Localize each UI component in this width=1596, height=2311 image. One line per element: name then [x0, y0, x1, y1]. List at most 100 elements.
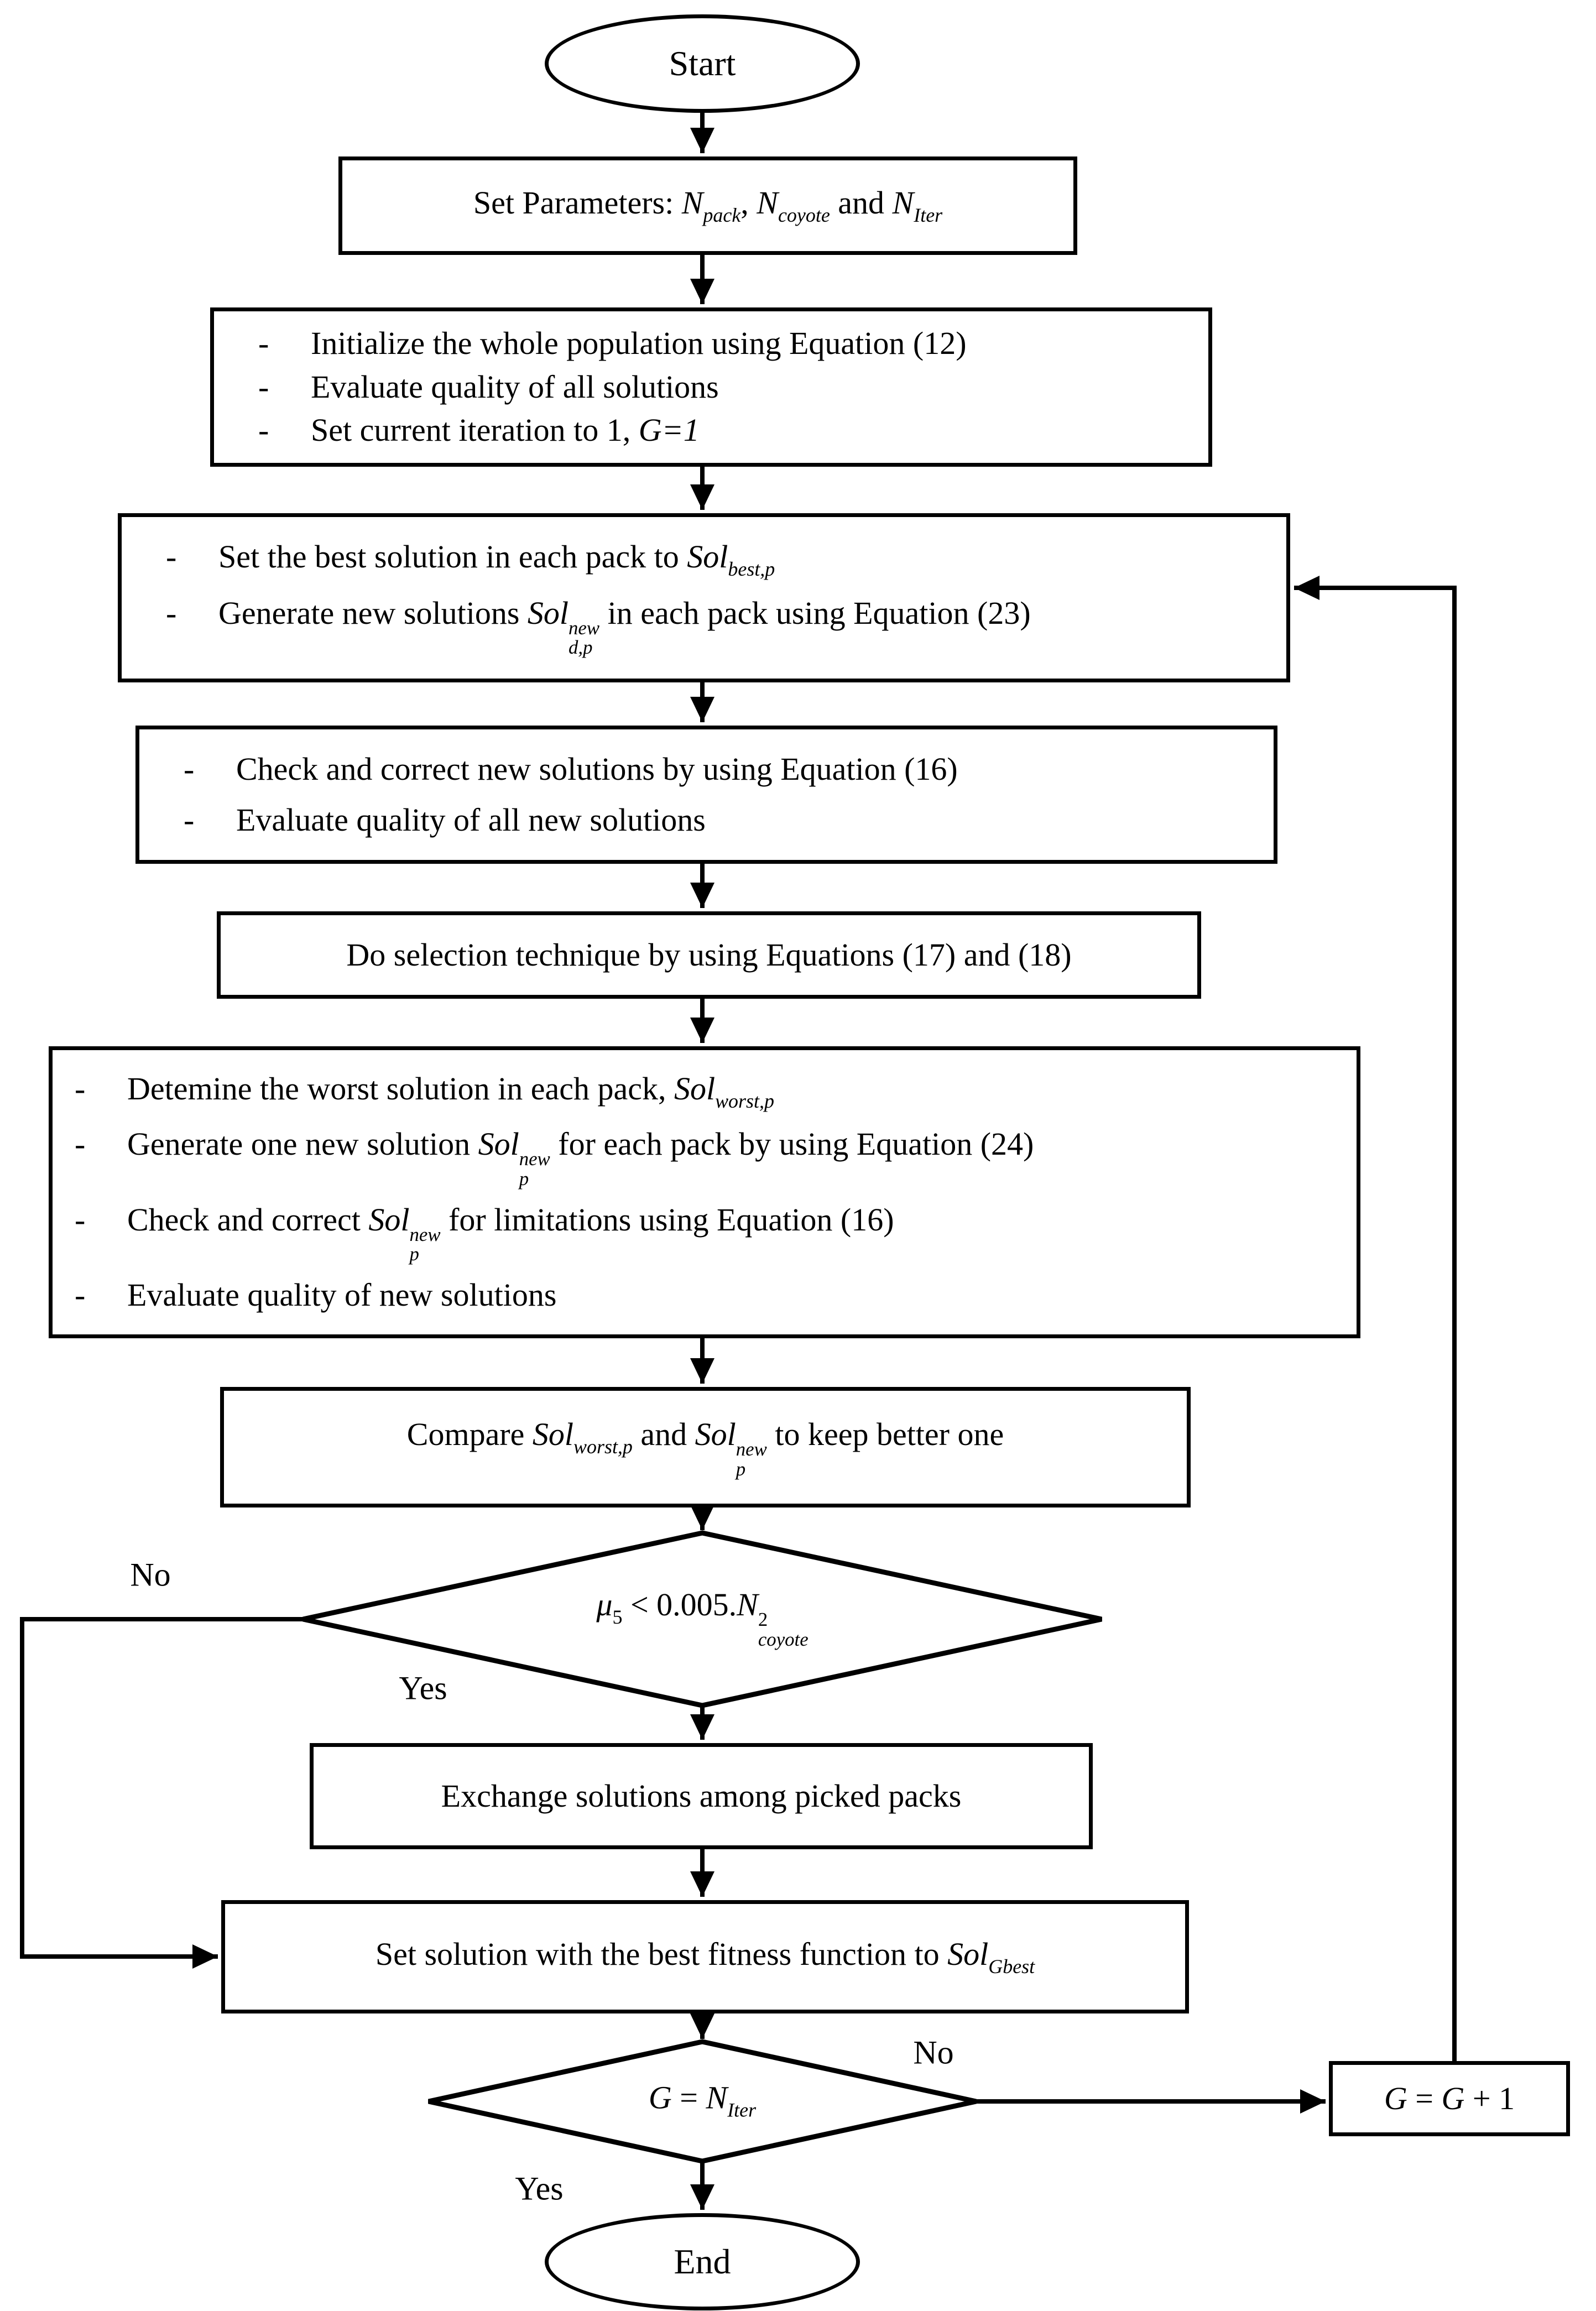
text-fragment: Set solution with the best fitness funct…: [375, 1936, 948, 1972]
text-fragment: < 0.005.: [622, 1586, 737, 1623]
gbest-text: Set solution with the best fitness funct…: [375, 1936, 1035, 1979]
math-sup: new: [568, 617, 600, 639]
math-n: N: [892, 185, 914, 221]
end-node: End: [545, 2213, 860, 2310]
text-fragment: and: [830, 185, 893, 221]
text-fragment: Set the best solution in each pack to: [218, 539, 687, 575]
decision-diamond-mu: [302, 1530, 1102, 1708]
text-fragment: Generate new solutions: [218, 594, 528, 631]
decision-diamond-iter: [428, 2039, 977, 2164]
list-item: - Evaluate quality of new solutions: [75, 1276, 1345, 1314]
math-sup: 2: [758, 1609, 768, 1631]
bullet-dash: -: [258, 368, 269, 405]
math-sol: Sol: [532, 1416, 573, 1452]
math-sub: best,p: [728, 558, 775, 581]
set-parameters-text: Set Parameters: Npack, Ncoyote and NIter: [473, 184, 942, 227]
initialize-box: - Initialize the whole population using …: [210, 307, 1212, 467]
text-fragment: Compare: [406, 1416, 533, 1452]
math-sol: Sol: [947, 1936, 989, 1972]
increment-text: G = G + 1: [1384, 2080, 1515, 2117]
math-mu: μ: [596, 1586, 613, 1623]
list-item: - Set the best solution in each pack to …: [166, 538, 1275, 581]
text-fragment: Generate one new solution: [127, 1126, 478, 1162]
list-item: - Evaluate quality of all solutions: [258, 368, 1197, 406]
math-sol: Sol: [527, 594, 569, 631]
check-correct-box: - Check and correct new solutions by usi…: [135, 726, 1277, 864]
bullet-dash: -: [75, 1277, 86, 1313]
math-n: N: [757, 185, 778, 221]
math-n: N: [737, 1586, 758, 1623]
math-g: G: [1384, 2080, 1407, 2116]
d2-no-label: No: [913, 2034, 954, 2071]
selection-box: Do selection technique by using Equation…: [217, 911, 1201, 999]
bullet-dash: -: [258, 412, 269, 448]
start-label: Start: [669, 44, 736, 83]
bullet-dash: -: [184, 750, 195, 787]
exchange-box: Exchange solutions among picked packs: [310, 1743, 1093, 1849]
bullet-text: Evaluate quality of all new solutions: [236, 801, 706, 838]
d1-no-label: No: [130, 1556, 171, 1593]
math-sup: new: [519, 1148, 550, 1170]
decision-iter-text: G = NIter: [649, 2079, 756, 2121]
start-node: Start: [545, 14, 860, 113]
math-sub: Iter: [727, 2099, 757, 2121]
math-sub: p: [736, 1458, 746, 1480]
list-item: - Evaluate quality of all new solutions: [184, 801, 1263, 839]
math-sub: worst,p: [715, 1090, 774, 1113]
feedback-loop-arrow: [1294, 576, 1457, 2061]
math-g-equals-1: G=1: [638, 412, 700, 448]
math-sol: Sol: [687, 539, 728, 575]
math-sol: Sol: [695, 1416, 736, 1452]
text-fragment: Set current iteration to 1,: [311, 412, 639, 448]
bullet-dash: -: [166, 594, 177, 631]
math-sub: coyote: [778, 204, 830, 227]
bullet-text: Evaluate quality of all solutions: [311, 368, 719, 405]
increment-box: G = G + 1: [1329, 2061, 1570, 2136]
list-item: - Initialize the whole population using …: [258, 325, 1197, 362]
worst-solution-box: - Detemine the worst solution in each pa…: [49, 1046, 1360, 1338]
bullet-text: Evaluate quality of new solutions: [127, 1277, 557, 1313]
math-sol: Sol: [674, 1071, 716, 1107]
text-fragment: + 1: [1464, 2080, 1515, 2116]
math-sol: Sol: [368, 1201, 410, 1238]
math-g: G: [648, 2079, 672, 2116]
text-fragment: Check and correct: [127, 1201, 369, 1238]
text-fragment: Detemine the worst solution in each pack…: [127, 1071, 674, 1107]
math-sup: new: [736, 1438, 767, 1460]
math-g: G: [1441, 2080, 1465, 2116]
d2-yes-label: Yes: [515, 2170, 564, 2207]
bullet-dash: -: [184, 801, 195, 838]
math-sub: pack: [703, 204, 741, 227]
list-item: - Check and correct new solutions by usi…: [184, 750, 1263, 788]
math-sub: 5: [612, 1606, 623, 1629]
bullet-text: Initialize the whole population using Eq…: [311, 325, 967, 362]
text-fragment: =: [671, 2079, 706, 2116]
exchange-text: Exchange solutions among picked packs: [441, 1777, 962, 1814]
text-fragment: in each pack using Equation (23): [599, 594, 1031, 631]
math-sub: p: [409, 1243, 419, 1265]
math-sub: coyote: [758, 1628, 809, 1650]
bullet-text: Check and correct new solutions by using…: [236, 750, 958, 787]
set-parameters-box: Set Parameters: Npack, Ncoyote and NIter: [338, 156, 1077, 255]
math-n: N: [706, 2079, 728, 2116]
no-branch-arrow: [20, 1617, 303, 1969]
math-sub: worst,p: [573, 1436, 633, 1458]
text-fragment: and: [632, 1416, 695, 1452]
math-sub: Gbest: [988, 1955, 1035, 1978]
math-sol: Sol: [478, 1126, 519, 1162]
math-sub: p: [519, 1167, 529, 1190]
math-sub: d,p: [568, 637, 593, 659]
math-sub: Iter: [914, 204, 943, 227]
